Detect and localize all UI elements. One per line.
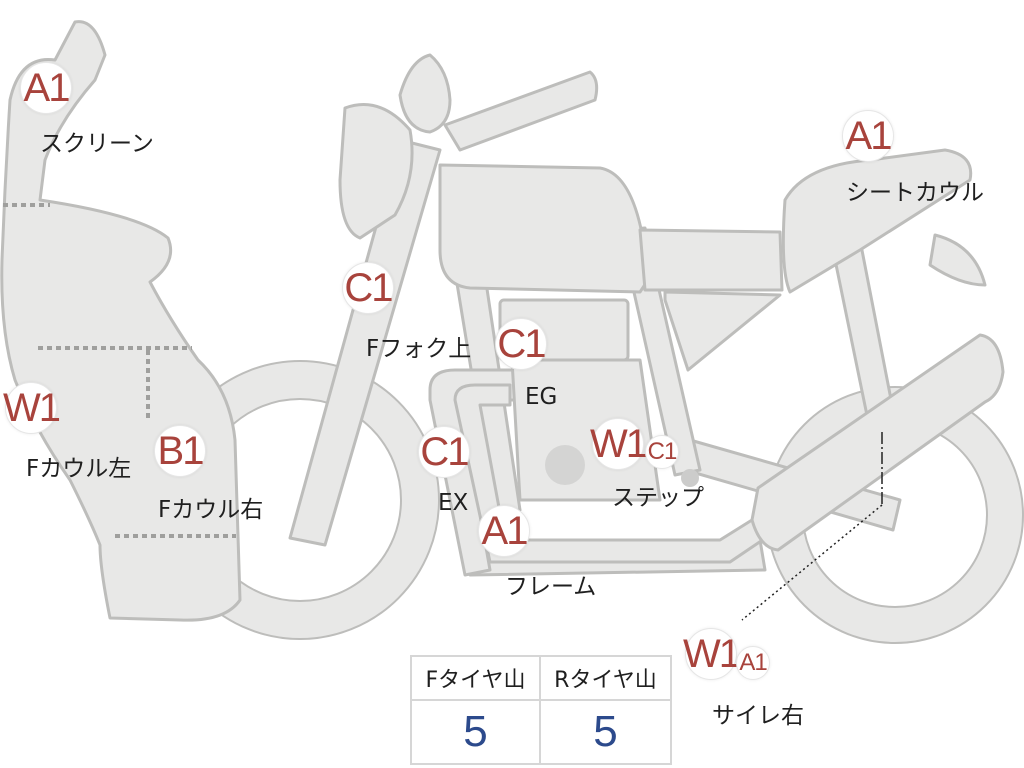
step-grade-badge-secondary: C1 <box>645 435 679 469</box>
headlight-shape <box>338 103 414 240</box>
muffler-leader-line <box>741 432 883 621</box>
front-tire-header: Fタイヤ山 <box>412 657 541 701</box>
seat-cowl-shape <box>781 148 973 294</box>
fork-shape <box>288 138 442 547</box>
engine-label: EG <box>525 384 558 410</box>
seat-cowl-grade-badge: A1 <box>842 110 894 162</box>
engine-grade-badge: C1 <box>495 318 547 370</box>
frame-grade-badge: A1 <box>478 505 530 557</box>
screen-grade-badge: A1 <box>20 62 72 114</box>
step-grade-badge: W1 <box>590 418 648 470</box>
exhaust-label: EX <box>438 490 469 516</box>
front-cowl-right-grade-badge: B1 <box>154 425 206 477</box>
tank-shape <box>438 163 650 294</box>
rear-tire-header: Rタイヤ山 <box>541 657 670 701</box>
front-tire-value: 5 <box>412 701 541 763</box>
front-cowl-right-label: Fカウル右 <box>158 497 264 523</box>
front-fork-label: Fフォク上 <box>366 336 472 362</box>
muffler-shape <box>750 333 1005 552</box>
front-cowl-left-grade-badge: W1 <box>3 382 61 434</box>
front-fork-grade-badge: C1 <box>342 262 394 314</box>
seat-cowl-label: シートカウル <box>846 180 984 206</box>
muffler-grade-badge-secondary: A1 <box>736 646 770 680</box>
exhaust-grade-badge: C1 <box>418 426 470 478</box>
front-cowl-left-label: Fカウル左 <box>26 456 132 482</box>
step-label: ステップ <box>612 485 704 511</box>
screen-label: スクリーン <box>40 131 154 157</box>
tire-tread-table: Fタイヤ山 Rタイヤ山 5 5 <box>410 655 672 765</box>
frame-label: フレーム <box>505 574 597 600</box>
rear-tire-value: 5 <box>593 707 618 756</box>
muffler-label: サイレ右 <box>712 703 804 729</box>
muffler-grade-badge: W1 <box>683 628 741 680</box>
handlebar-shape <box>443 70 599 152</box>
